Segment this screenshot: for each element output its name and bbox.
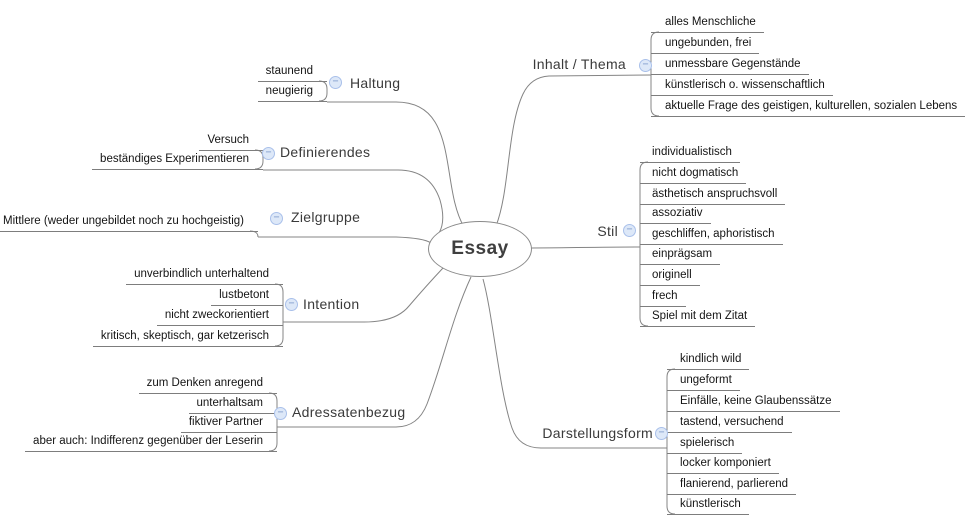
mindmap-leaf[interactable]: einprägsam — [640, 246, 721, 265]
minus-glyph: − — [265, 147, 272, 158]
minus-glyph: − — [642, 59, 649, 70]
branch-label-darstellungsform[interactable]: Darstellungsform — [542, 425, 653, 441]
mindmap-leaf[interactable]: unterhaltsam — [188, 395, 277, 414]
minus-glyph: − — [277, 407, 284, 418]
collapse-icon-haltung[interactable]: − — [329, 76, 342, 89]
mindmap-leaf[interactable]: ästhetisch anspruchsvoll — [640, 186, 786, 205]
mindmap-leaf[interactable]: staunend — [257, 63, 327, 82]
root-node-essay[interactable]: Essay — [428, 221, 532, 277]
mindmap-leaf[interactable]: ungebunden, frei — [651, 35, 760, 54]
mindmap-leaf[interactable]: künstlerisch o. wissenschaftlich — [651, 77, 833, 96]
branch-label-stil[interactable]: Stil — [597, 223, 618, 239]
mindmap-leaf[interactable]: nicht dogmatisch — [640, 165, 747, 184]
branch-label-definierendes[interactable]: Definierendes — [280, 144, 371, 160]
minus-glyph: − — [288, 298, 295, 309]
minus-glyph: − — [626, 224, 633, 235]
mindmap-leaf[interactable]: unverbindlich unterhaltend — [126, 266, 283, 285]
mindmap-leaf[interactable]: individualistisch — [640, 144, 740, 163]
branch-label-adressatenbezug[interactable]: Adressatenbezug — [292, 404, 406, 420]
mindmap-leaf[interactable]: aktuelle Frage des geistigen, kulturelle… — [651, 98, 966, 117]
mindmap-leaf[interactable]: geschliffen, aphoristisch — [640, 226, 783, 245]
mindmap-leaf[interactable]: nicht zweckorientiert — [156, 307, 283, 326]
mindmap-leaf[interactable]: flanierend, parlierend — [667, 476, 797, 495]
mindmap-leaf[interactable]: alles Menschliche — [651, 14, 764, 33]
collapse-icon-zielgruppe[interactable]: − — [270, 212, 283, 225]
mindmap-leaf[interactable]: ungeformt — [667, 372, 740, 391]
collapse-icon-adressatenbezug[interactable]: − — [274, 407, 287, 420]
mindmap-leaf[interactable]: frech — [640, 288, 686, 307]
collapse-icon-definierendes[interactable]: − — [262, 147, 275, 160]
mindmap-leaf[interactable]: originell — [640, 267, 700, 286]
mindmap-leaf[interactable]: spielerisch — [667, 435, 743, 454]
minus-glyph: − — [658, 427, 665, 438]
collapse-icon-inhalt-thema[interactable]: − — [639, 59, 652, 72]
mindmap-leaf[interactable]: zum Denken anregend — [138, 375, 277, 394]
branch-label-zielgruppe[interactable]: Zielgruppe — [291, 209, 361, 225]
collapse-icon-intention[interactable]: − — [285, 298, 298, 311]
mindmap-leaf[interactable]: kritisch, skeptisch, gar ketzerisch — [92, 328, 283, 347]
mindmap-leaf[interactable]: Versuch — [199, 132, 263, 151]
branch-label-haltung[interactable]: Haltung — [350, 75, 401, 91]
collapse-icon-darstellungsform[interactable]: − — [655, 427, 668, 440]
mindmap-leaf[interactable]: Einfälle, keine Glaubenssätze — [667, 393, 840, 412]
branch-label-intention[interactable]: Intention — [303, 296, 360, 312]
mindmap-leaf[interactable]: lustbetont — [211, 287, 283, 306]
mindmap-leaf[interactable]: fiktiver Partner — [180, 414, 277, 433]
mindmap-leaf[interactable]: künstlerisch — [667, 496, 749, 515]
mindmap-leaf[interactable]: kindlich wild — [667, 351, 750, 370]
collapse-icon-stil[interactable]: − — [623, 224, 636, 237]
mindmap-leaf[interactable]: aber auch: Indifferenz gegenüber der Les… — [25, 433, 277, 452]
mindmap-leaf[interactable]: unmessbare Gegenstände — [651, 56, 809, 75]
mindmap-leaf[interactable]: neugierig — [257, 83, 327, 102]
minus-glyph: − — [273, 212, 280, 223]
mindmap-leaf[interactable]: tastend, versuchend — [667, 414, 792, 433]
mindmap-leaf[interactable]: Spiel mit dem Zitat — [640, 308, 756, 327]
mindmap-leaf[interactable]: Mittlere (weder ungebildet noch zu hochg… — [0, 213, 258, 232]
minus-glyph: − — [332, 76, 339, 87]
branch-label-inhalt-thema[interactable]: Inhalt / Thema — [532, 56, 626, 72]
mindmap-leaf[interactable]: locker komponiert — [667, 455, 779, 474]
mindmap-leaf[interactable]: assoziativ — [640, 205, 711, 224]
mindmap-leaf[interactable]: beständiges Experimentieren — [92, 151, 263, 170]
